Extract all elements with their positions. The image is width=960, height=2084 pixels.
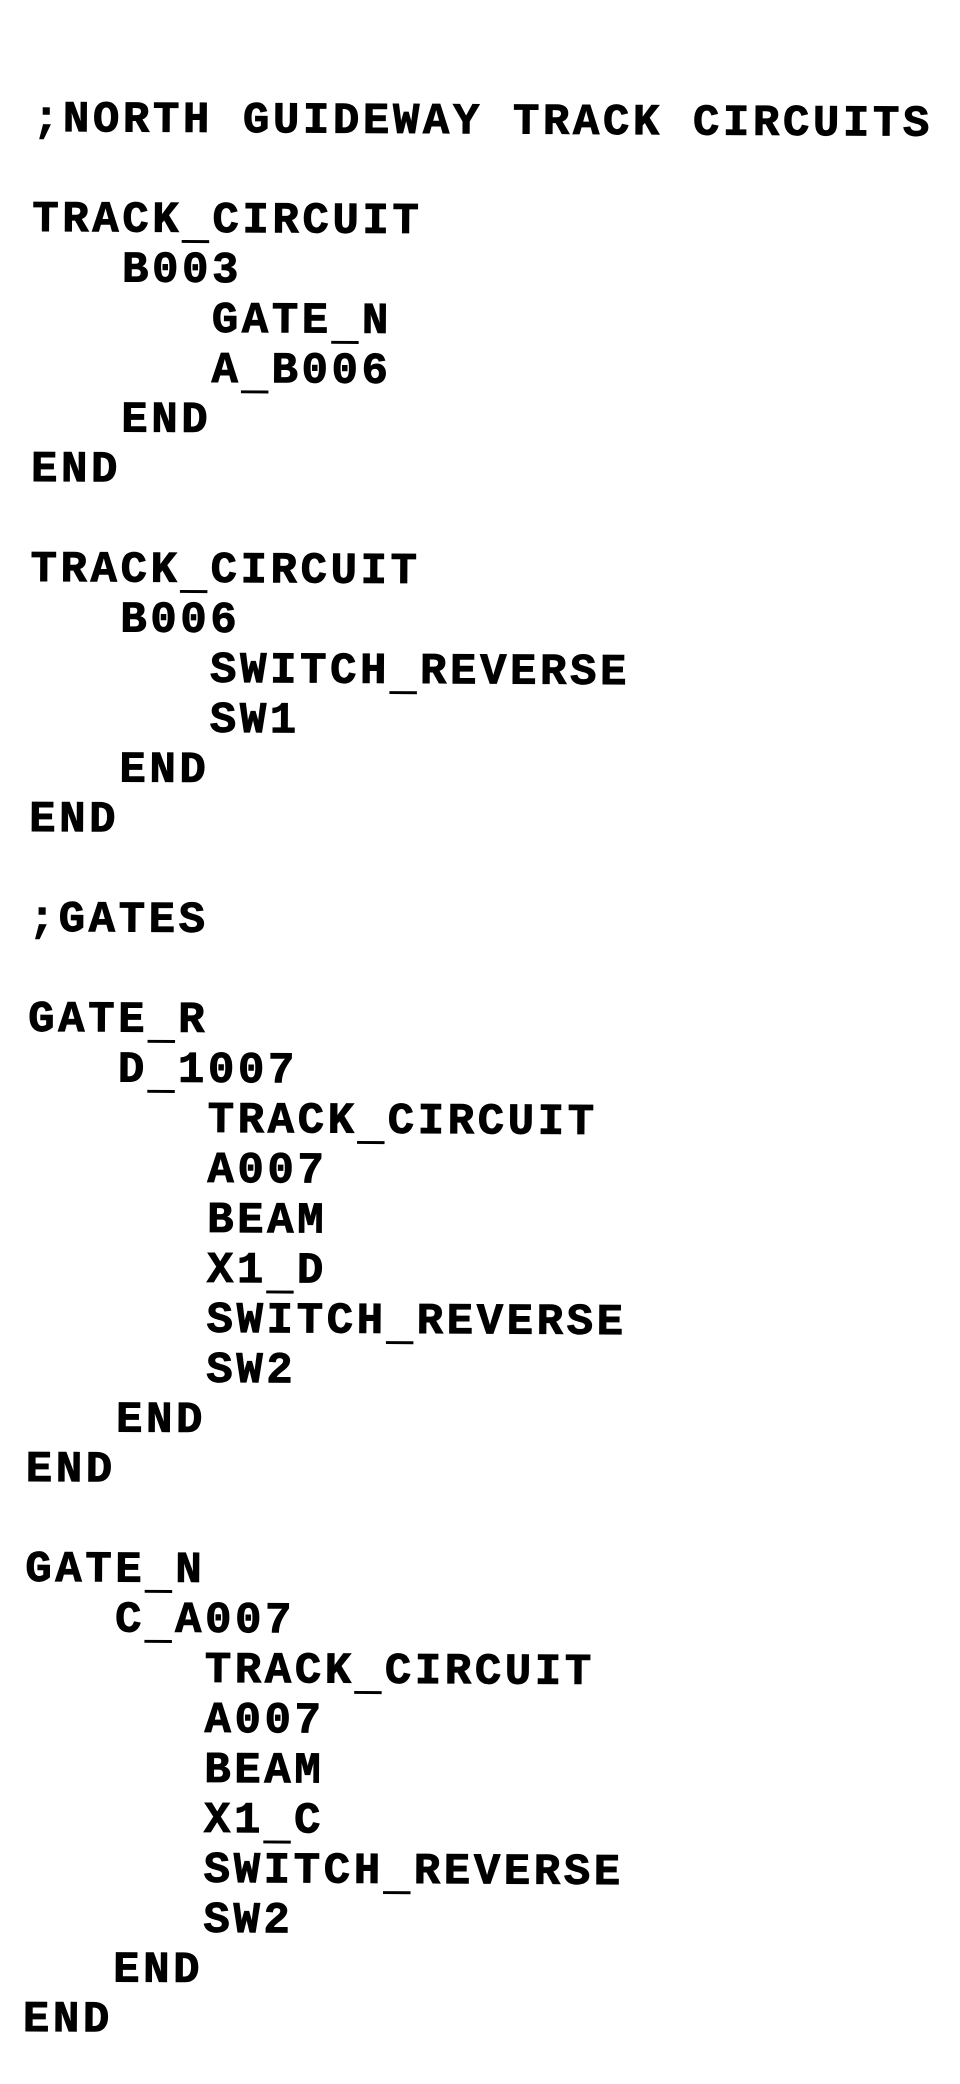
code-line: GATE_R: [28, 994, 209, 1052]
code-line: END: [29, 744, 210, 796]
code-line: SWITCH_REVERSE: [29, 644, 631, 703]
dropped-underscore-glyph: _: [354, 1652, 385, 1703]
dropped-underscore-glyph: _: [263, 1801, 295, 1853]
code-line: TRACK_CIRCUIT: [30, 544, 421, 603]
code-line: A007: [24, 1694, 325, 1747]
dropped-underscore-glyph: _: [386, 1302, 417, 1353]
code-line: ;GATES: [28, 894, 209, 947]
code-line: END: [30, 444, 122, 496]
code-line: TRACK_CIRCUIT: [32, 194, 423, 253]
dropped-underscore-glyph: _: [357, 1102, 388, 1153]
dropped-underscore-glyph: _: [147, 1051, 179, 1102]
code-line: A_B006: [31, 344, 392, 402]
code-line: X1_D: [26, 1244, 328, 1303]
code-line: C_A007: [24, 1594, 296, 1652]
code-line: SW2: [23, 1894, 294, 1947]
blank-line: [25, 1495, 925, 1550]
dropped-underscore-glyph: _: [383, 1852, 414, 1903]
code-line: GATE_N: [31, 294, 393, 353]
blank-line: [31, 495, 931, 550]
code-line: ;NORTH GUIDEWAY TRACK CIRCUITS: [32, 95, 934, 151]
code-line: D_1007: [27, 1044, 299, 1102]
blank-line: [32, 145, 932, 200]
code-line: BEAM: [24, 1744, 325, 1797]
code-line: TRACK_CIRCUIT: [24, 1644, 595, 1703]
blank-line: [29, 845, 929, 900]
dropped-underscore-glyph: _: [389, 652, 421, 703]
code-line: A007: [27, 1144, 328, 1197]
code-line: B006: [30, 594, 241, 647]
dropped-underscore-glyph: _: [241, 351, 272, 402]
code-line: END: [22, 1994, 114, 2046]
dropped-underscore-glyph: _: [266, 1251, 298, 1303]
dropped-underscore-glyph: _: [331, 302, 362, 353]
blank-line: [28, 945, 928, 1000]
code-line: END: [25, 1444, 116, 1496]
code-line: X1_C: [23, 1794, 325, 1853]
code-line: END: [25, 1394, 207, 1446]
code-line: SW2: [26, 1344, 297, 1397]
code-line: GATE_N: [25, 1544, 206, 1602]
code-line: END: [29, 794, 120, 846]
code-line: TRACK_CIRCUIT: [27, 1094, 598, 1153]
dropped-underscore-glyph: _: [182, 201, 213, 252]
code-line: SWITCH_REVERSE: [23, 1844, 624, 1903]
dropped-underscore-glyph: _: [180, 551, 211, 602]
code-listing: ;NORTH GUIDEWAY TRACK CIRCUITS TRACK_CIR…: [22, 95, 934, 2050]
dropped-underscore-glyph: _: [145, 1551, 176, 1602]
code-line: BEAM: [26, 1194, 328, 1247]
code-line: END: [23, 1944, 204, 1996]
dropped-underscore-glyph: _: [148, 1001, 179, 1052]
code-line: SW1: [29, 694, 300, 747]
dropped-underscore-glyph: _: [144, 1601, 176, 1652]
code-line: END: [31, 394, 212, 446]
code-line: B003: [31, 244, 243, 297]
code-line: SWITCH_REVERSE: [26, 1294, 627, 1353]
